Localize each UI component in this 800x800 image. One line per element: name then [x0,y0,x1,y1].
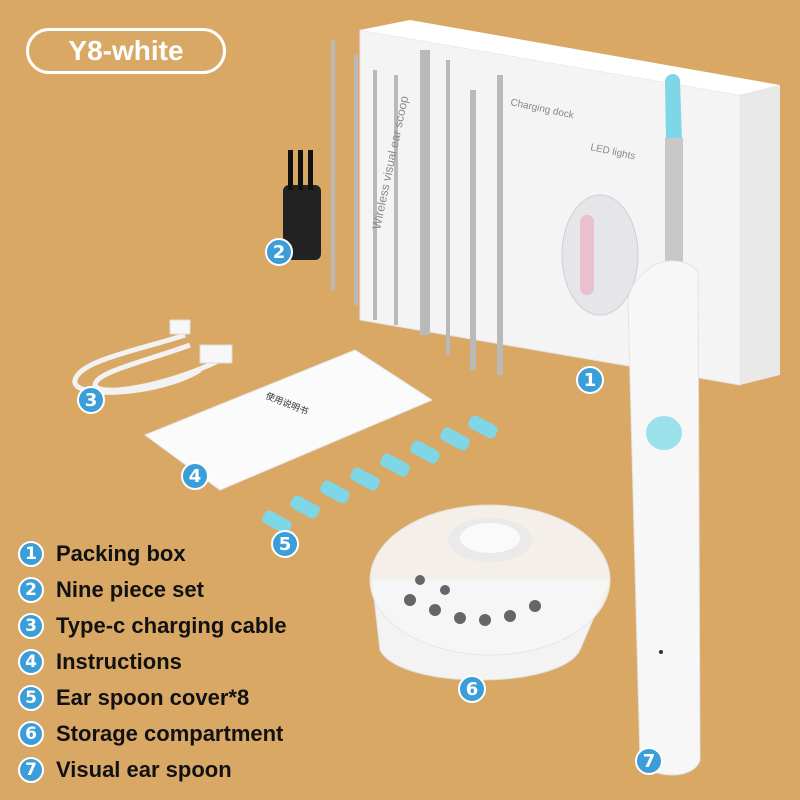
legend-item: 3 Type-c charging cable [18,608,348,644]
legend-item: 1 Packing box [18,536,348,572]
callout-1: 1 [576,366,604,394]
legend-label: Storage compartment [56,721,284,746]
nine-piece-tools [331,40,503,375]
ear-spoon-covers [262,415,498,534]
callout-3: 3 [77,386,105,414]
legend-item: 5 Ear spoon cover*8 [18,680,348,716]
type-c-cable [72,319,233,395]
callout-4: 4 [181,462,209,490]
legend-number: 2 [18,577,44,603]
callout-6: 6 [458,675,486,703]
legend-item: 7 Visual ear spoon [18,752,348,788]
callout-7: 7 [635,747,663,775]
visual-ear-spoon [627,74,701,776]
legend-item: 4 Instructions [18,644,348,680]
legend-label: Packing box [56,541,186,566]
legend-number: 7 [18,757,44,783]
instructions-sheet: 使用说明书 [143,349,434,491]
legend-item: 2 Nine piece set [18,572,348,608]
legend: 1 Packing box 2 Nine piece set 3 Type-c … [18,536,348,788]
legend-item: 6 Storage compartment [18,716,348,752]
model-badge: Y8-white [26,28,226,74]
legend-label: Type-c charging cable [56,613,287,638]
legend-number: 3 [18,613,44,639]
packing-box: Charging dock LED lights [359,20,780,386]
legend-number: 6 [18,721,44,747]
legend-number: 4 [18,649,44,675]
legend-label: Instructions [56,649,182,674]
cleaning-brush [283,150,321,260]
callout-2: 2 [265,238,293,266]
callout-5: 5 [271,530,299,558]
legend-number: 5 [18,685,44,711]
legend-number: 1 [18,541,44,567]
legend-label: Visual ear spoon [56,757,232,782]
legend-label: Nine piece set [56,577,204,602]
storage-compartment [369,504,611,681]
legend-label: Ear spoon cover*8 [56,685,250,710]
